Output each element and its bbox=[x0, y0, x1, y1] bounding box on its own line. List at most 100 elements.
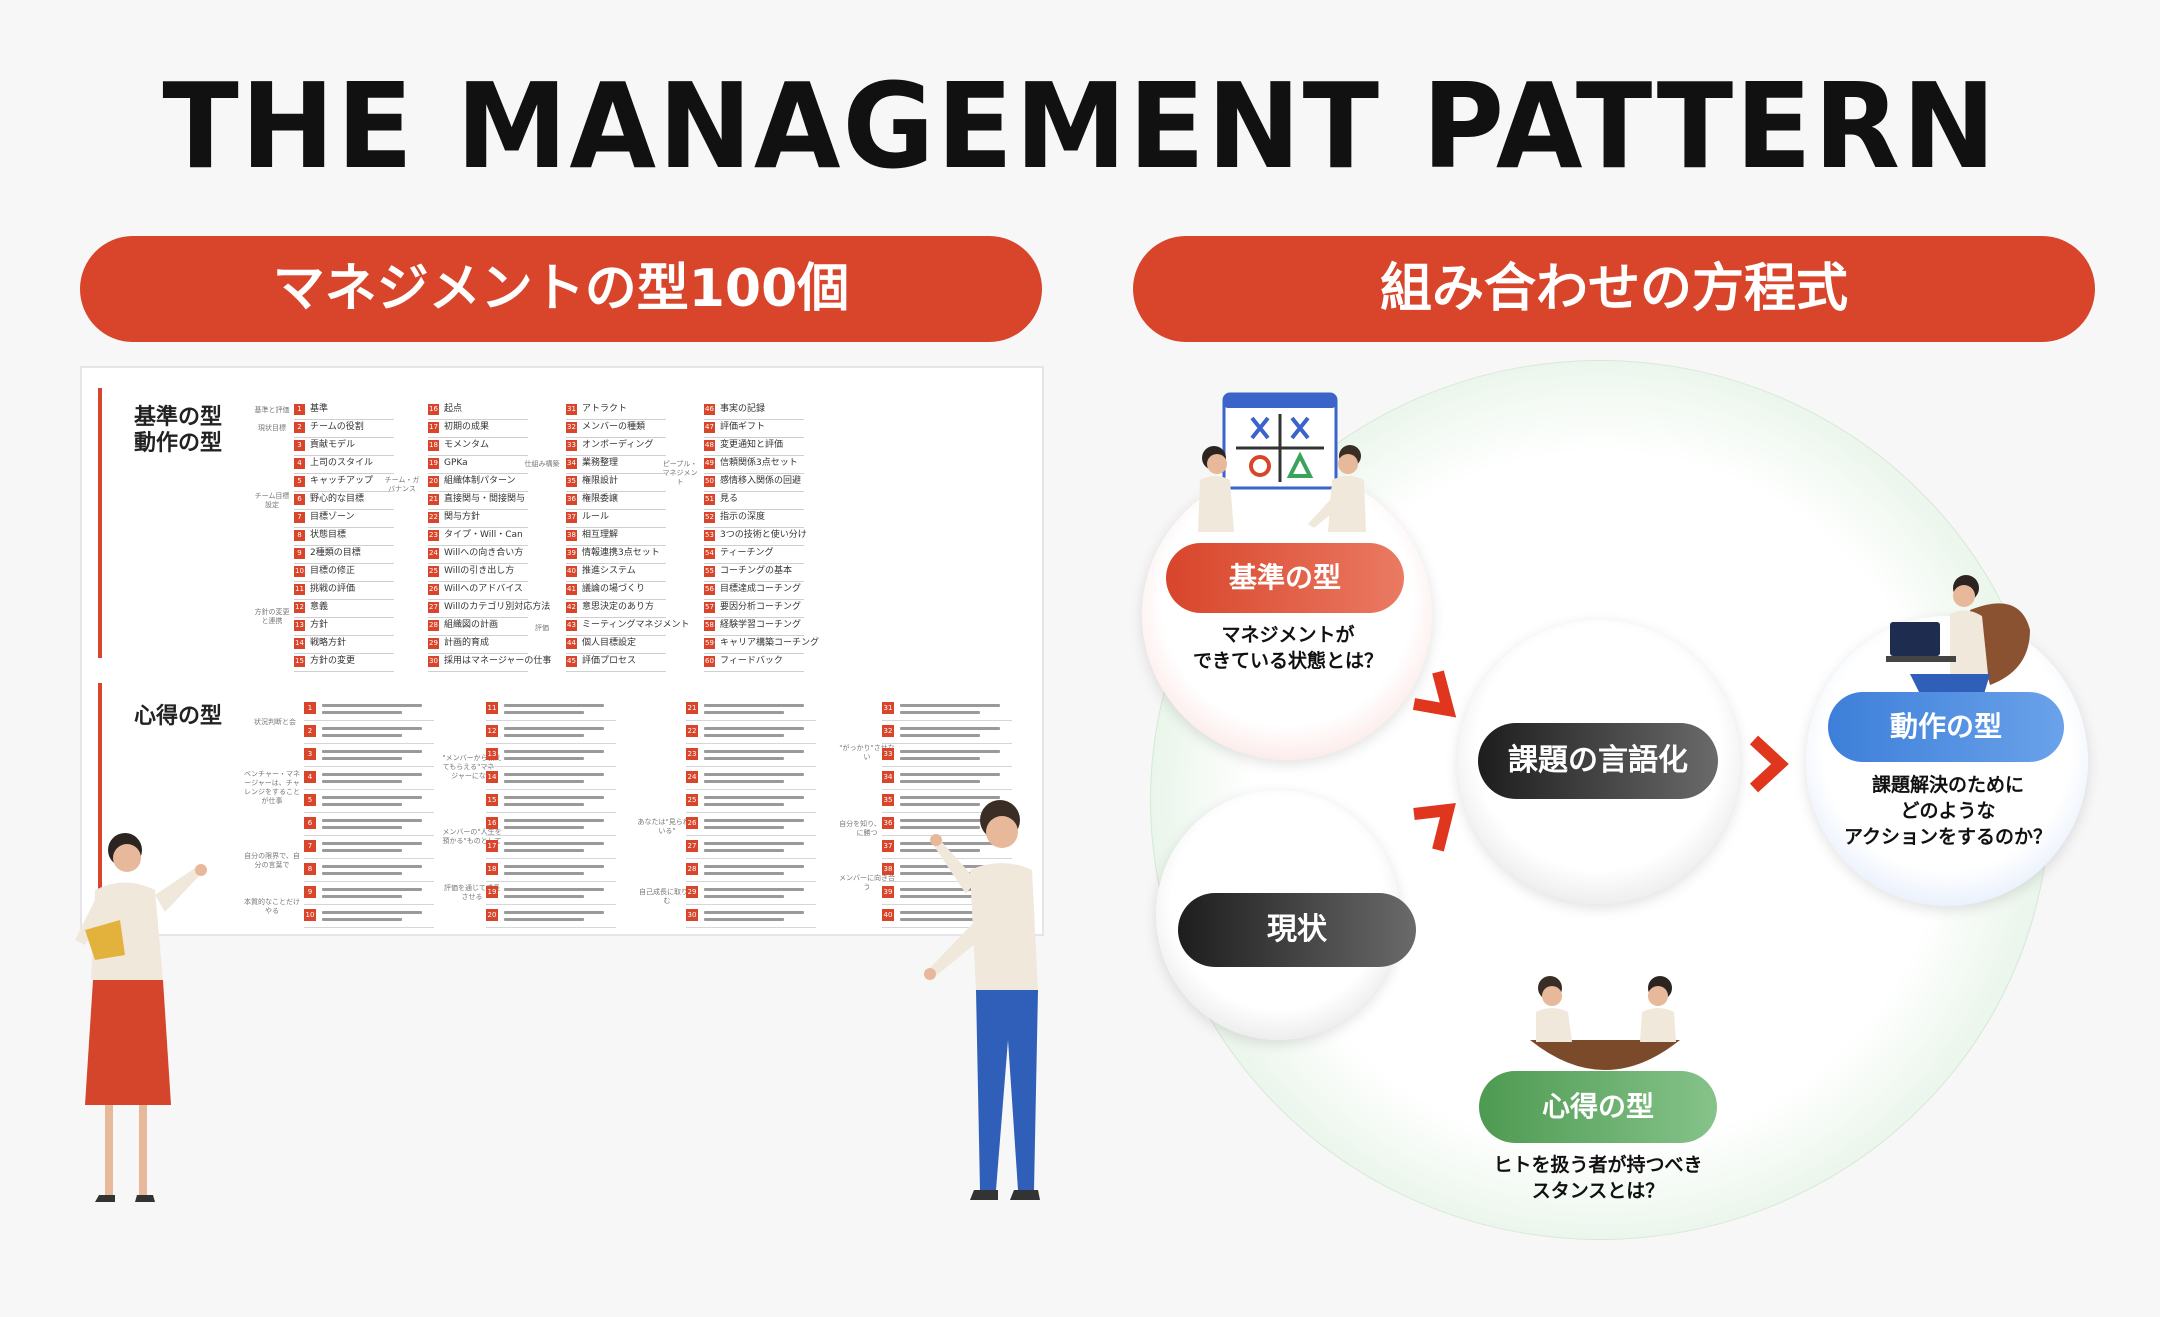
text-line bbox=[900, 819, 1000, 822]
mindset-number: 6 bbox=[304, 817, 316, 829]
pattern-label: 起点 bbox=[444, 404, 463, 414]
mindset-number: 27 bbox=[686, 840, 698, 852]
mindset-row: 31 bbox=[882, 698, 1012, 721]
sub-label: チーム目標設定 bbox=[254, 492, 290, 509]
text-line bbox=[704, 773, 804, 776]
mindset-row: 27 bbox=[686, 836, 816, 859]
text-line bbox=[504, 849, 584, 852]
pattern-label: フィードバック bbox=[720, 656, 783, 666]
pattern-number: 1 bbox=[294, 404, 305, 415]
pattern-number: 21 bbox=[428, 494, 439, 505]
pattern-number: 50 bbox=[704, 476, 715, 487]
mindset-row: 22 bbox=[686, 721, 816, 744]
arrow-chevron-icon bbox=[1413, 803, 1456, 852]
laptop-person-illustration bbox=[1886, 575, 2030, 694]
board-label-mindset: 心得の型 bbox=[134, 704, 223, 729]
text-line bbox=[322, 842, 422, 845]
text-line bbox=[504, 780, 584, 783]
pattern-number: 25 bbox=[428, 566, 439, 577]
mindset-row: 30 bbox=[686, 905, 816, 928]
pattern-number: 42 bbox=[566, 602, 577, 613]
mindset-row: 23 bbox=[686, 744, 816, 767]
pattern-label: モメンタム bbox=[444, 440, 490, 450]
pattern-label: 情報連携3点セット bbox=[582, 548, 660, 558]
pattern-number: 44 bbox=[566, 638, 577, 649]
pattern-number: 30 bbox=[428, 656, 439, 667]
sub-label: 自己成長に取り組む bbox=[639, 888, 695, 905]
pattern-number: 45 bbox=[566, 656, 577, 667]
mindset-number: 20 bbox=[486, 909, 498, 921]
pattern-number: 35 bbox=[566, 476, 577, 487]
pattern-number: 60 bbox=[704, 656, 715, 667]
pattern-label: 信頼関係3点セット bbox=[720, 458, 798, 468]
mindset-number: 12 bbox=[486, 725, 498, 737]
pattern-number: 4 bbox=[294, 458, 305, 469]
text-line bbox=[322, 803, 402, 806]
text-line bbox=[704, 849, 784, 852]
mindset-number: 15 bbox=[486, 794, 498, 806]
text-line bbox=[900, 826, 980, 829]
mindset-desc-line1: ヒトを扱う者が持つべき bbox=[1493, 1154, 1703, 1176]
mindset-row: 36 bbox=[882, 813, 1012, 836]
text-line bbox=[504, 918, 584, 921]
pattern-label: コーチングの基本 bbox=[720, 566, 793, 576]
mindset-row: 34 bbox=[882, 767, 1012, 790]
mindset-number: 31 bbox=[882, 702, 894, 714]
mindset-row: 29 bbox=[686, 882, 816, 905]
pattern-number: 52 bbox=[704, 512, 715, 523]
pattern-row: 60 フィードバック bbox=[704, 654, 804, 672]
text-line bbox=[900, 773, 1000, 776]
pattern-label: 目標ゾーン bbox=[310, 512, 355, 522]
pattern-label: 指示の深度 bbox=[720, 512, 766, 522]
mindset-row: 5 bbox=[304, 790, 434, 813]
pattern-number: 8 bbox=[294, 530, 305, 541]
tic-tac-toe-board-icon bbox=[1222, 392, 1338, 490]
text-line bbox=[322, 819, 422, 822]
pattern-number: 49 bbox=[704, 458, 715, 469]
text-line bbox=[900, 704, 1000, 707]
board-label-action: 動作の型 bbox=[134, 431, 223, 456]
text-line bbox=[322, 704, 422, 707]
pattern-label: 関与方針 bbox=[444, 512, 481, 522]
arrow-chevron-icon bbox=[1749, 735, 1789, 793]
board-divider-bottom bbox=[98, 683, 102, 915]
mindset-row: 9 bbox=[304, 882, 434, 905]
text-line bbox=[322, 872, 402, 875]
right-section-heading: 組み合わせの方程式 bbox=[1133, 236, 2095, 342]
text-line bbox=[504, 895, 584, 898]
text-line bbox=[704, 727, 804, 730]
mindset-row: 32 bbox=[882, 721, 1012, 744]
text-line bbox=[322, 796, 422, 799]
text-line bbox=[704, 895, 784, 898]
action-desc-line3: アクションをするのか？ bbox=[1843, 826, 2053, 848]
mindset-number: 32 bbox=[882, 725, 894, 737]
text-line bbox=[704, 819, 804, 822]
pattern-number: 6 bbox=[294, 494, 305, 505]
pattern-number: 33 bbox=[566, 440, 577, 451]
pattern-label: 業務整理 bbox=[582, 458, 619, 468]
pattern-label: 変更通知と評価 bbox=[720, 440, 784, 450]
sub-label: 仕組み構築 bbox=[524, 460, 560, 468]
pattern-label: メンバーの種類 bbox=[582, 422, 646, 432]
mindset-number: 14 bbox=[486, 771, 498, 783]
pattern-label: 要因分析コーチング bbox=[720, 602, 802, 612]
pattern-label: オンボーディング bbox=[582, 440, 654, 450]
